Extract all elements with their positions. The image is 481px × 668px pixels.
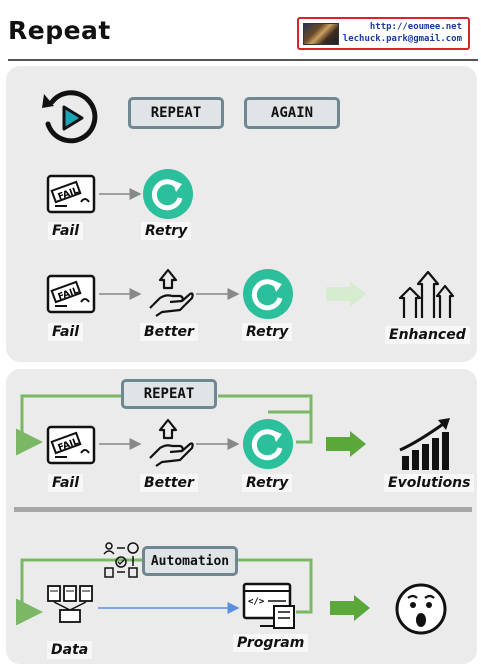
label-better-1: Better: [140, 323, 198, 341]
tag-automation: Automation: [142, 546, 238, 576]
label-retry-1: Retry: [141, 222, 192, 240]
fail-document-icon: FAIL: [45, 423, 97, 471]
arrow-wow: [330, 595, 370, 621]
replay-icon: [40, 88, 100, 152]
tag-repeat: REPEAT: [128, 97, 224, 129]
credit-box: http://eoumee.net lechuck.park@gmail.com: [297, 17, 470, 50]
retry-icon: [142, 168, 194, 224]
tag-again: AGAIN: [244, 97, 340, 129]
credit-email[interactable]: lechuck.park@gmail.com: [342, 34, 462, 44]
better-hand-icon: [146, 268, 194, 322]
evolutions-chart-icon: [398, 416, 454, 476]
enhanced-growth-icon: [398, 268, 455, 326]
label-fail-3: Fail: [48, 474, 84, 492]
svg-text:</>: </>: [248, 597, 265, 607]
auto-loop-left: [16, 558, 142, 626]
workflow-icon: [103, 540, 141, 582]
credit-thumbnail: [303, 23, 339, 45]
loop-right: [218, 394, 313, 444]
label-data: Data: [47, 641, 93, 659]
credit-url[interactable]: http://eoumee.net: [369, 22, 462, 32]
label-retry-3: Retry: [242, 474, 293, 492]
auto-loop-right: [238, 558, 313, 614]
fail-document-icon: FAIL: [45, 172, 97, 220]
surprised-face-icon: [394, 582, 448, 640]
page-title: Repeat: [8, 16, 111, 45]
retry-icon: [242, 268, 294, 324]
fail-document-icon: FAIL: [45, 272, 97, 320]
section-divider: [14, 507, 472, 512]
retry-icon: [242, 418, 294, 474]
tag-repeat-loop: REPEAT: [121, 379, 217, 409]
label-better-2: Better: [140, 474, 198, 492]
better-hand-icon: [146, 418, 194, 472]
arrow-evolutions: [326, 431, 366, 457]
faded-arrow-enhanced: [326, 281, 366, 307]
label-evolutions: Evolutions: [384, 474, 475, 492]
data-files-icon: [46, 584, 96, 628]
label-retry-2: Retry: [242, 323, 293, 341]
label-fail-2: Fail: [48, 323, 84, 341]
label-enhanced: Enhanced: [385, 326, 470, 344]
label-fail-1: Fail: [48, 222, 84, 240]
label-program: Program: [233, 634, 309, 652]
program-computer-icon: </>: [240, 580, 296, 636]
title-divider: [8, 59, 478, 61]
loop-left: [16, 394, 122, 456]
